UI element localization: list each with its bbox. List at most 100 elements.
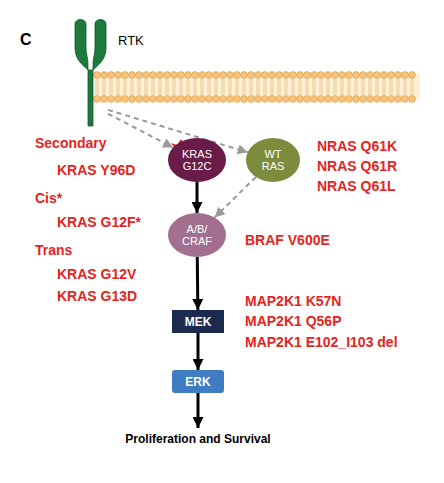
signal-arrow <box>196 257 200 310</box>
lipid-head <box>339 72 346 79</box>
lipid-tail <box>161 79 162 87</box>
lipid-tail <box>313 79 314 87</box>
node-outline <box>172 310 224 333</box>
lipid-head <box>248 72 255 79</box>
lipid-tail <box>357 79 358 87</box>
lipid-tail <box>273 79 274 87</box>
lipid-tail <box>371 87 372 95</box>
lipid-head <box>318 72 325 79</box>
lipid-head <box>206 96 213 103</box>
lipid-tail <box>278 87 279 95</box>
mutation-label: KRAS G12V <box>57 266 136 282</box>
lipid-tail <box>287 87 288 95</box>
lipid-head <box>213 96 220 103</box>
ras-node: WT RAS <box>246 138 300 182</box>
lipid-head <box>157 72 164 79</box>
lipid-tail <box>376 87 377 95</box>
lipid-tail <box>217 87 218 95</box>
lipid-tail <box>217 79 218 87</box>
lipid-tail <box>222 87 223 95</box>
lipid-head <box>164 96 171 103</box>
lipid-tail <box>224 79 225 87</box>
lipid-head <box>234 72 241 79</box>
lipid-tail <box>119 79 120 87</box>
lipid-tail <box>285 79 286 87</box>
lipid-tail <box>175 87 176 95</box>
lipid-head <box>115 96 122 103</box>
lipid-tail <box>355 87 356 95</box>
lipid-tail <box>215 79 216 87</box>
lipid-head <box>192 72 199 79</box>
lipid-tail <box>390 79 391 87</box>
lipid-tail <box>196 87 197 95</box>
lipid-head <box>283 96 290 103</box>
lipid-head <box>220 96 227 103</box>
lipid-tail <box>341 87 342 95</box>
category-label: Cis* <box>35 190 62 206</box>
node-label: KRAS G12C <box>179 148 215 172</box>
lipid-head <box>395 72 402 79</box>
lipid-tail <box>189 87 190 95</box>
lipid-head <box>108 96 115 103</box>
lipid-tail <box>147 79 148 87</box>
lipid-tail <box>138 79 139 87</box>
lipid-head <box>171 96 178 103</box>
lipid-tail <box>201 87 202 95</box>
lipid-tail <box>173 79 174 87</box>
lipid-head <box>143 72 150 79</box>
lipid-tail <box>250 79 251 87</box>
lipid-tail <box>203 79 204 87</box>
lipid-head <box>213 72 220 79</box>
signal-arrow <box>197 333 200 370</box>
lipid-tail <box>147 87 148 95</box>
lipid-tail <box>98 79 99 87</box>
lipid-tail <box>341 79 342 87</box>
lipid-tail <box>364 79 365 87</box>
lipid-head <box>101 72 108 79</box>
mutation-label: BRAF V600E <box>245 232 330 248</box>
receptor-label: RTK <box>118 33 144 48</box>
lipid-head <box>269 96 276 103</box>
lipid-head <box>241 72 248 79</box>
lipid-head <box>353 72 360 79</box>
lipid-heads <box>94 72 416 103</box>
lipid-tail <box>173 87 174 95</box>
lipid-tail <box>166 79 167 87</box>
lipid-tail <box>236 79 237 87</box>
lipid-head <box>290 72 297 79</box>
lipid-tail <box>105 87 106 95</box>
lipid-head <box>262 96 269 103</box>
lipid-head <box>199 72 206 79</box>
lipid-tail <box>301 79 302 87</box>
lipid-tail <box>292 79 293 87</box>
lipid-tail <box>203 87 204 95</box>
lipid-head <box>395 96 402 103</box>
lipid-tail <box>329 87 330 95</box>
lipid-head <box>332 96 339 103</box>
lipid-tail <box>322 87 323 95</box>
mutation-label: NRAS Q61L <box>317 178 396 194</box>
lipid-tail <box>411 87 412 95</box>
mutation-label: NRAS Q61R <box>317 158 397 174</box>
lipid-tail <box>343 87 344 95</box>
lipid-tail <box>392 87 393 95</box>
lipid-tail <box>117 79 118 87</box>
lipid-head <box>311 96 318 103</box>
lipid-head <box>136 72 143 79</box>
lipid-head <box>332 72 339 79</box>
lipid-tail <box>166 87 167 95</box>
lipid-tail <box>350 79 351 87</box>
lipid-tail <box>161 87 162 95</box>
lipid-tail <box>301 87 302 95</box>
lipid-tail <box>285 87 286 95</box>
lipid-tail <box>320 79 321 87</box>
lipid-tail <box>98 87 99 95</box>
lipid-tail <box>371 79 372 87</box>
lipid-head <box>402 96 409 103</box>
lipid-tail <box>112 79 113 87</box>
lipid-tail <box>299 79 300 87</box>
lipid-head <box>94 96 101 103</box>
lipid-head <box>241 96 248 103</box>
lipid-head <box>381 72 388 79</box>
